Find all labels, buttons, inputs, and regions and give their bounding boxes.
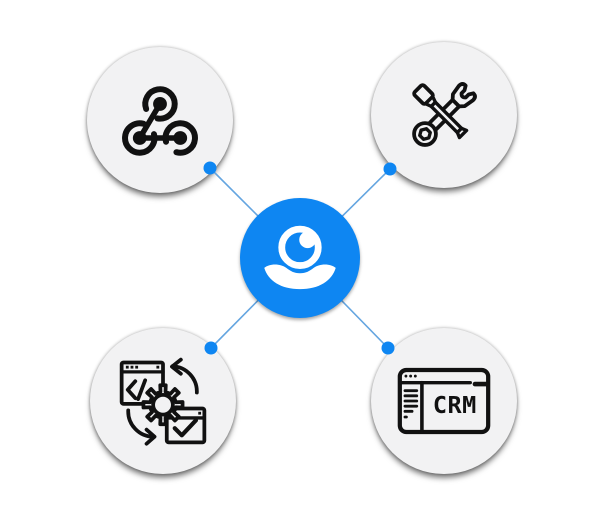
node-crm: CRM [371,328,517,474]
node-webhooks [87,47,233,193]
crm-browser-icon: CRM [397,367,491,435]
sync-arrows-glyph [126,357,199,446]
gear-glyph [141,383,185,427]
crm-label: CRM [433,391,477,419]
hub-live-chat [240,198,360,318]
node-automation [90,328,236,474]
screwdriver-glyph [412,83,469,140]
tools-icon [412,82,477,147]
automation-icon [119,357,207,446]
webhook-icon [122,85,198,156]
sidebar-list-glyph [403,389,419,419]
node-tools [371,42,517,188]
webcam-lens-highlight [299,231,316,249]
operator-webcam-icon [264,225,336,290]
